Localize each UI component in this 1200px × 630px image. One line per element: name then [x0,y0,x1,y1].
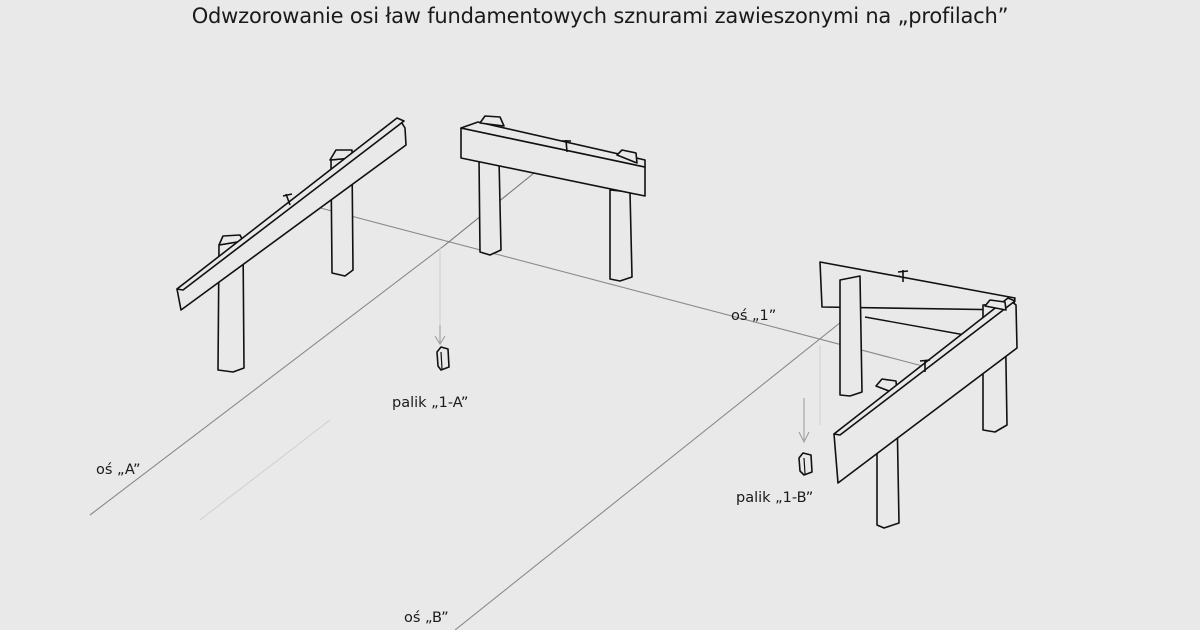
stake-1A-label: palik „1-A” [392,395,469,411]
back-profile [460,115,646,282]
stake-1B-label: palik „1-B” [736,490,814,506]
axis-1-label: oś „1” [731,308,777,324]
axis-A-label: oś „A” [96,462,141,478]
stake-1A [434,325,450,371]
axis-B-label: oś „B” [404,610,449,626]
right-profile [819,261,1018,529]
axis-lines [89,147,931,630]
left-profile [176,117,407,373]
diagram-title: Odwzorowanie osi ław fundamentowych sznu… [191,4,1009,28]
stake-1B [798,398,813,476]
